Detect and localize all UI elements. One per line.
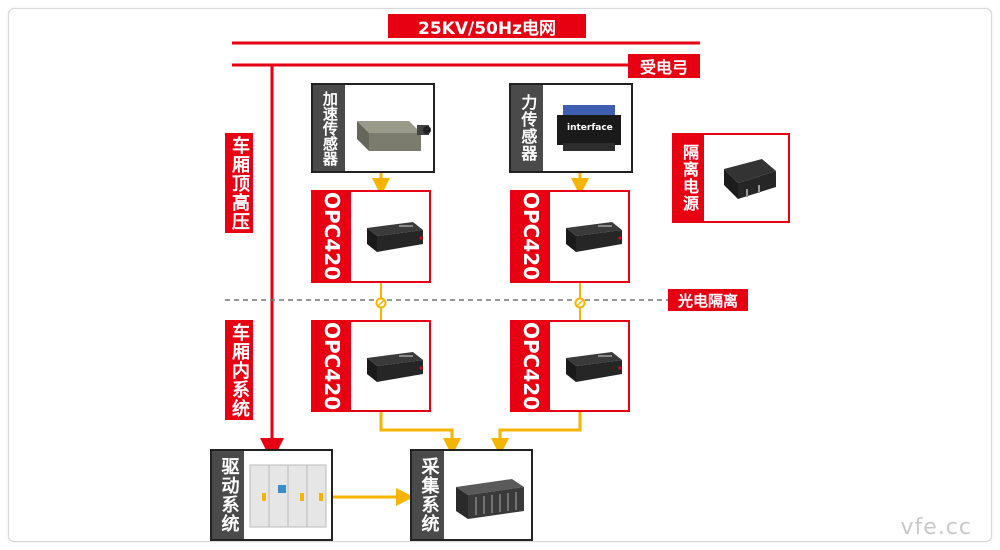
isolation-label: 光电隔离 <box>668 289 748 311</box>
opc420-device-icon <box>367 222 423 252</box>
power-module-icon <box>724 159 776 199</box>
force-sensor-label: 力传感器 <box>511 85 543 171</box>
opc420-bottom-left: OPC420 <box>311 320 431 412</box>
pantograph-label: 受电弓 <box>628 54 700 78</box>
force-sensor-brand: interface <box>567 123 613 133</box>
opc420-label: OPC420 <box>512 192 550 281</box>
interior-section-label: 车厢内系统 <box>225 320 253 420</box>
opc420-device-icon <box>566 352 622 382</box>
drive-system-box: 驱动系统 <box>210 449 333 541</box>
daq-chassis-icon <box>456 479 524 519</box>
grid-label: 25KV/50Hz电网 <box>388 14 586 39</box>
opc420-top-right: OPC420 <box>510 190 630 283</box>
drive-cabinet-icon <box>249 464 327 528</box>
force-sensor-box: 力传感器 interface <box>509 83 633 173</box>
opc420-label: OPC420 <box>313 192 351 281</box>
opc420-device-icon <box>566 222 622 252</box>
accel-sensor-label: 加速传感器 <box>313 85 345 171</box>
accelerometer-icon <box>357 121 431 151</box>
opc420-label: OPC420 <box>512 322 550 410</box>
isolated-power-box: 隔离电源 <box>672 133 790 223</box>
drive-system-label: 驱动系统 <box>212 451 244 539</box>
opc420-top-left: OPC420 <box>311 190 431 283</box>
opc420-label: OPC420 <box>313 322 351 410</box>
load-cell-icon <box>557 105 621 151</box>
right-to-daq <box>491 412 582 456</box>
roof-section-label: 车厢顶高压 <box>225 133 253 233</box>
left-to-daq <box>379 412 461 456</box>
daq-system-label: 采集系统 <box>412 451 444 539</box>
daq-system-box: 采集系统 <box>410 449 533 541</box>
isolated-power-label: 隔离电源 <box>674 135 704 221</box>
watermark: vfe.cc <box>900 515 972 540</box>
opc420-bottom-right: OPC420 <box>510 320 630 412</box>
opc420-device-icon <box>367 352 423 382</box>
accel-sensor-box: 加速传感器 <box>311 83 435 173</box>
